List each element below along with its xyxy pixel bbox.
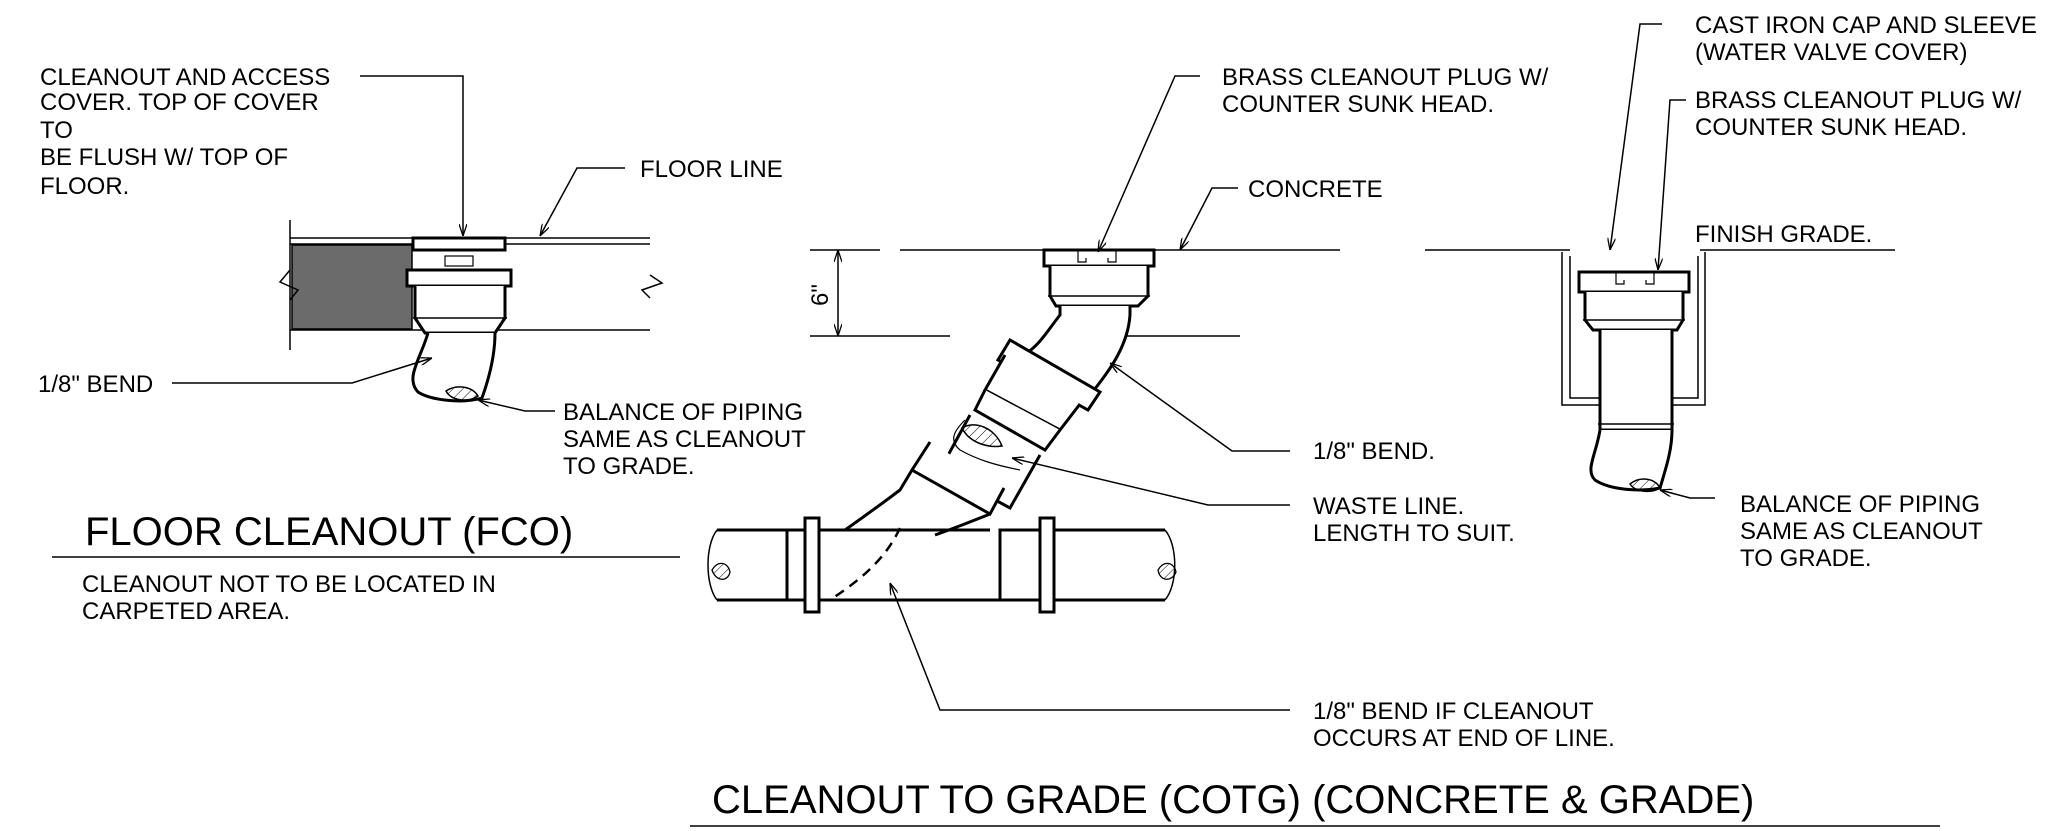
fco-cover-label-4: BE FLUSH W/ TOP OF bbox=[40, 144, 288, 171]
cotg-cleanout-fitting bbox=[820, 248, 1156, 537]
fco-cover-label-2: COVER. TOP OF COVER bbox=[40, 89, 319, 116]
grade-balance-label-2: SAME AS CLEANOUT bbox=[1740, 518, 1983, 545]
grade-cleanout-fitting bbox=[1577, 270, 1691, 493]
grade-plug-label-2: COUNTER SUNK HEAD. bbox=[1695, 114, 1967, 141]
cotg-waste-label-1: WASTE LINE. bbox=[1313, 493, 1464, 520]
cotg-end-bend-label-2: OCCURS AT END OF LINE. bbox=[1313, 725, 1615, 752]
floor-slab bbox=[278, 220, 664, 350]
grade-plug-label-1: BRASS CLEANOUT PLUG W/ bbox=[1695, 87, 2022, 114]
cotg-grade-detail: CAST IRON CAP AND SLEEVE (WATER VALVE CO… bbox=[1425, 12, 2037, 572]
cotg-plug-label-1: BRASS CLEANOUT PLUG W/ bbox=[1222, 64, 1549, 91]
cotg-waste-label-2: LENGTH TO SUIT. bbox=[1313, 520, 1515, 547]
fco-cover-label-5: FLOOR. bbox=[40, 173, 129, 200]
floor-cleanout-detail: CLEANOUT AND ACCESS COVER. TOP OF COVER … bbox=[38, 64, 806, 625]
fco-note-1: CLEANOUT NOT TO BE LOCATED IN bbox=[82, 571, 496, 598]
cotg-plug-label-2: COUNTER SUNK HEAD. bbox=[1222, 91, 1494, 118]
fco-balance-label-2: SAME AS CLEANOUT bbox=[563, 426, 806, 453]
grade-cap-label-1: CAST IRON CAP AND SLEEVE bbox=[1695, 12, 2037, 39]
fco-cover-label-1: CLEANOUT AND ACCESS bbox=[40, 64, 330, 91]
grade-cap-label-2: (WATER VALVE COVER) bbox=[1695, 39, 1967, 66]
cotg-title: CLEANOUT TO GRADE (COTG) (CONCRETE & GRA… bbox=[712, 778, 1754, 822]
cotg-end-bend-label-1: 1/8" BEND IF CLEANOUT bbox=[1313, 698, 1594, 725]
cotg-bend-label: 1/8" BEND. bbox=[1313, 438, 1435, 465]
fco-cover-label-3: TO bbox=[40, 117, 73, 144]
fco-note-2: CARPETED AREA. bbox=[82, 598, 290, 625]
floor-cleanout-fitting bbox=[405, 236, 513, 403]
horizontal-waste-line bbox=[707, 516, 1177, 614]
depth-label: 6" bbox=[807, 284, 834, 306]
depth-dimension: 6" bbox=[807, 250, 838, 336]
fco-floor-line-label: FLOOR LINE bbox=[640, 156, 783, 183]
fco-balance-label-3: TO GRADE. bbox=[563, 453, 695, 480]
grade-balance-label-3: TO GRADE. bbox=[1740, 545, 1872, 572]
finish-grade-label: FINISH GRADE. bbox=[1695, 221, 1872, 248]
cotg-concrete-detail: 6" bbox=[690, 64, 1940, 827]
grade-balance-label-1: BALANCE OF PIPING bbox=[1740, 491, 1980, 518]
fco-title: FLOOR CLEANOUT (FCO) bbox=[85, 510, 573, 554]
fco-balance-label-1: BALANCE OF PIPING bbox=[563, 399, 803, 426]
fco-bend-label: 1/8" BEND bbox=[38, 371, 153, 398]
cotg-concrete-label: CONCRETE bbox=[1248, 176, 1383, 203]
